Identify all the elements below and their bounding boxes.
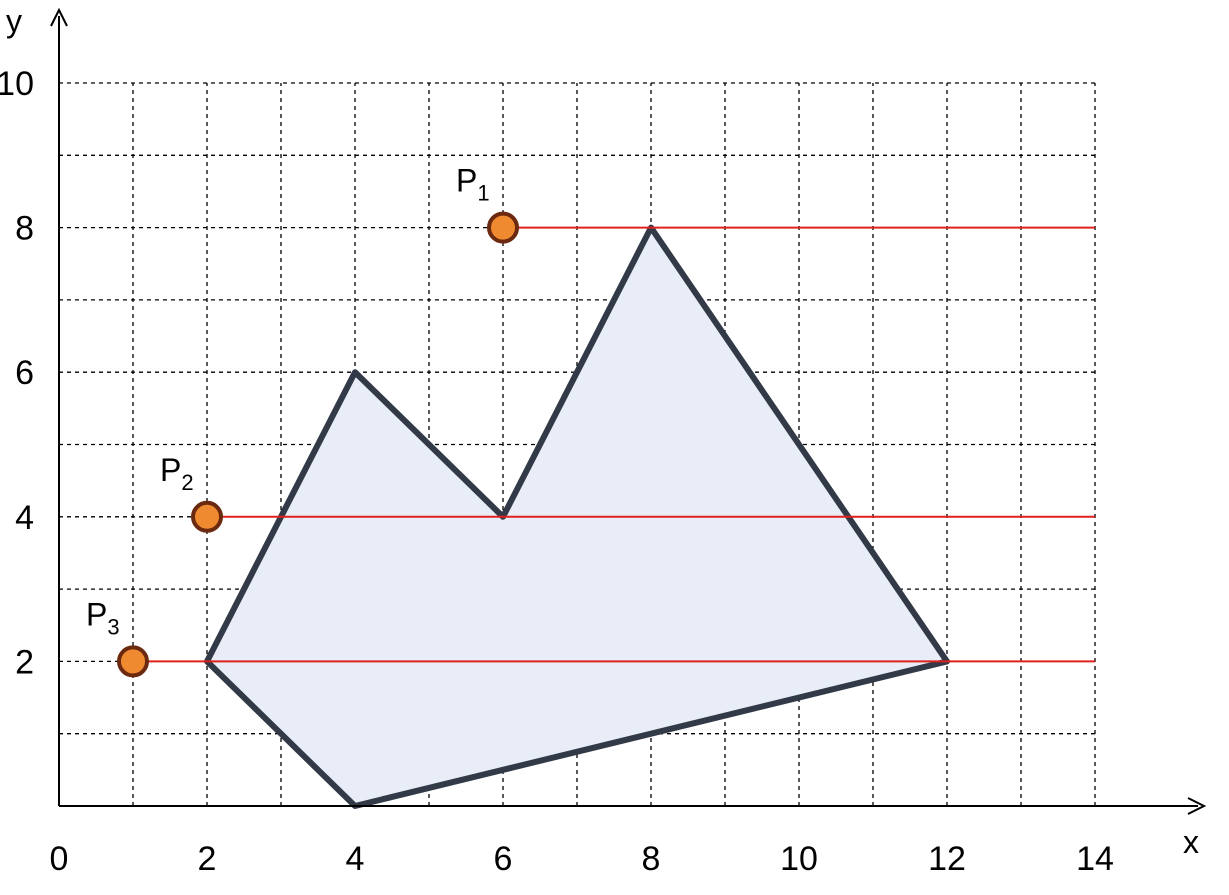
y-tick-label: 6 — [15, 354, 34, 392]
y-tick-label: 10 — [0, 65, 34, 103]
point-label-p3: P3 — [86, 596, 120, 639]
x-axis-label: x — [1183, 824, 1199, 860]
x-tick-label: 8 — [642, 840, 661, 878]
point-label-p2: P2 — [160, 452, 194, 495]
point-label-p1: P1 — [456, 163, 490, 206]
x-tick-label: 0 — [50, 840, 69, 878]
x-tick-label: 12 — [928, 840, 966, 878]
tick-labels: 0 2 4 6 8 10 12 14 2 4 6 8 10 x y — [0, 3, 1199, 878]
y-axis-label: y — [6, 3, 22, 39]
x-tick-label: 6 — [494, 840, 513, 878]
x-tick-label: 4 — [346, 840, 365, 878]
y-tick-label: 2 — [15, 643, 34, 681]
axes — [50, 7, 1207, 815]
point-p3 — [117, 645, 149, 678]
x-axis-arrow-icon — [1187, 797, 1207, 815]
y-tick-label: 8 — [15, 210, 34, 248]
y-tick-label: 4 — [15, 499, 34, 537]
point-p2 — [191, 500, 223, 533]
point-p1 — [487, 211, 519, 244]
x-tick-label: 14 — [1076, 840, 1114, 878]
x-tick-label: 10 — [780, 840, 818, 878]
y-axis-arrow-icon — [50, 7, 68, 27]
x-tick-label: 2 — [198, 840, 217, 878]
rays — [133, 226, 1095, 663]
